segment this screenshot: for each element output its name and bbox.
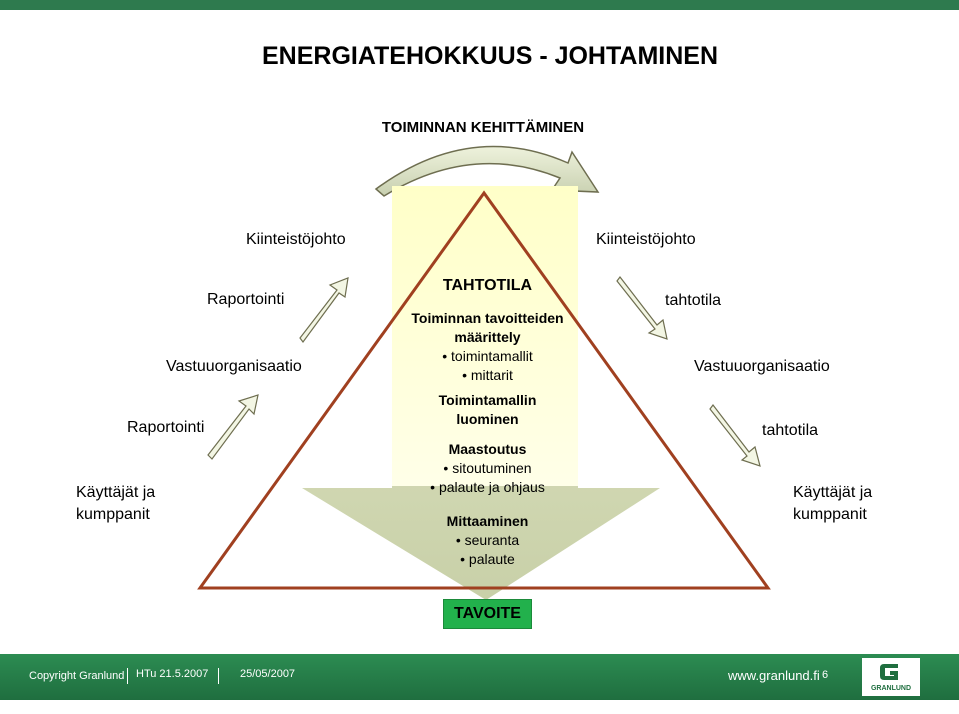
center-b2-line-2: luominen bbox=[456, 411, 519, 427]
center-b2-line-1: Toimintamallin bbox=[438, 392, 537, 408]
center-b3-heading: Maastoutus bbox=[448, 441, 527, 457]
left-raportointi-1: Raportointi bbox=[207, 291, 285, 308]
center-b1-item-2: • mittarit bbox=[462, 367, 513, 383]
center-block-4: Mittaaminen • seuranta • palaute bbox=[380, 512, 595, 569]
pyramid-triangle bbox=[197, 190, 771, 590]
center-b1-line-1: Toiminnan tavoitteiden bbox=[411, 310, 564, 326]
left-kayttajat-line-1: Käyttäjät ja bbox=[76, 484, 156, 501]
right-kayttajat-line-2: kumppanit bbox=[793, 506, 867, 523]
footer-date: 25/05/2007 bbox=[240, 668, 296, 680]
center-block-1: Toiminnan tavoitteiden määrittely • toim… bbox=[380, 309, 595, 385]
center-b4-item-1: • seuranta bbox=[455, 532, 520, 548]
granlund-logo: GRANLUND bbox=[862, 658, 920, 696]
granlund-logo-icon bbox=[880, 664, 898, 680]
footer-url[interactable]: www.granlund.fi bbox=[728, 668, 820, 683]
footer-bar: Copyright Granlund HTu 21.5.2007 25/05/2… bbox=[0, 654, 959, 700]
footer-author: HTu 21.5.2007 bbox=[136, 668, 209, 680]
center-b3-item-2: • palaute ja ohjaus bbox=[430, 479, 545, 495]
page-title: ENERGIATEHOKKUUS - JOHTAMINEN bbox=[261, 42, 719, 70]
center-block-2: Toimintamallin luominen bbox=[380, 391, 595, 429]
top-bar bbox=[0, 0, 959, 10]
center-b3-item-1: • sitoutuminen bbox=[443, 460, 532, 476]
right-tahtotila-1: tahtotila bbox=[665, 292, 722, 309]
right-down-arrow-1 bbox=[616, 276, 668, 340]
left-kayttajat-line-2: kumppanit bbox=[76, 506, 150, 523]
right-tahtotila-2: tahtotila bbox=[762, 422, 819, 439]
center-b1-line-2: määrittely bbox=[454, 329, 521, 345]
left-up-arrow-2 bbox=[207, 394, 259, 460]
left-up-arrow-1 bbox=[299, 277, 349, 344]
curved-arrow bbox=[374, 145, 600, 197]
yellow-column bbox=[392, 186, 578, 486]
center-b4-heading: Mittaaminen bbox=[446, 513, 529, 529]
left-kiinteistojohto: Kiinteistöjohto bbox=[246, 231, 346, 248]
footer-page-number: 6 bbox=[822, 669, 829, 681]
left-vastuuorganisaatio: Vastuuorganisaatio bbox=[166, 358, 302, 375]
center-b1-item-1: • toimintamallit bbox=[442, 348, 533, 364]
right-vastuuorganisaatio: Vastuuorganisaatio bbox=[694, 358, 830, 375]
right-kiinteistojohto: Kiinteistöjohto bbox=[596, 231, 696, 248]
center-heading: TAHTOTILA bbox=[442, 277, 533, 294]
granlund-logo-text: GRANLUND bbox=[870, 685, 912, 692]
footer-separator-1 bbox=[127, 668, 128, 684]
left-kayttajat: Käyttäjät ja kumppanit bbox=[76, 482, 155, 526]
center-b4-item-2: • palaute bbox=[460, 551, 515, 567]
right-kayttajat: Käyttäjät ja kumppanit bbox=[793, 482, 872, 526]
goal-box: TAVOITE bbox=[443, 599, 532, 629]
center-block-3: Maastoutus • sitoutuminen • palaute ja o… bbox=[380, 440, 595, 497]
right-down-arrow-2 bbox=[709, 404, 761, 467]
footer-separator-2 bbox=[218, 668, 219, 684]
footer-copyright: Copyright Granlund bbox=[29, 670, 125, 682]
right-kayttajat-line-1: Käyttäjät ja bbox=[793, 484, 873, 501]
page-subtitle: TOIMINNAN KEHITTÄMINEN bbox=[381, 119, 585, 136]
left-raportointi-2: Raportointi bbox=[127, 419, 205, 436]
